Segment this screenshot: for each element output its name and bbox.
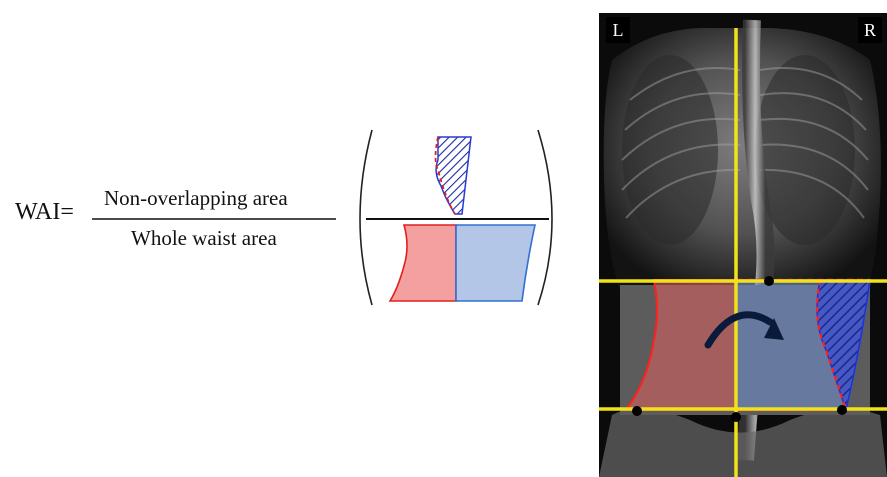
formula-numerator: Non-overlapping area — [104, 186, 288, 211]
landmark-dot — [632, 406, 642, 416]
mini-hatched-region — [436, 137, 471, 214]
mini-right-region — [456, 225, 535, 301]
left-side-marker: L — [606, 17, 630, 43]
formula-denominator: Whole waist area — [131, 226, 277, 251]
right-parenthesis — [538, 130, 552, 305]
left-parenthesis — [360, 130, 372, 305]
left-lung — [622, 55, 718, 245]
landmark-dot — [731, 412, 741, 422]
landmark-dot — [837, 405, 847, 415]
landmark-dot — [764, 276, 774, 286]
wai-label: WAI= — [15, 199, 74, 226]
mini-left-region — [390, 225, 456, 301]
right-side-marker: R — [858, 17, 882, 43]
